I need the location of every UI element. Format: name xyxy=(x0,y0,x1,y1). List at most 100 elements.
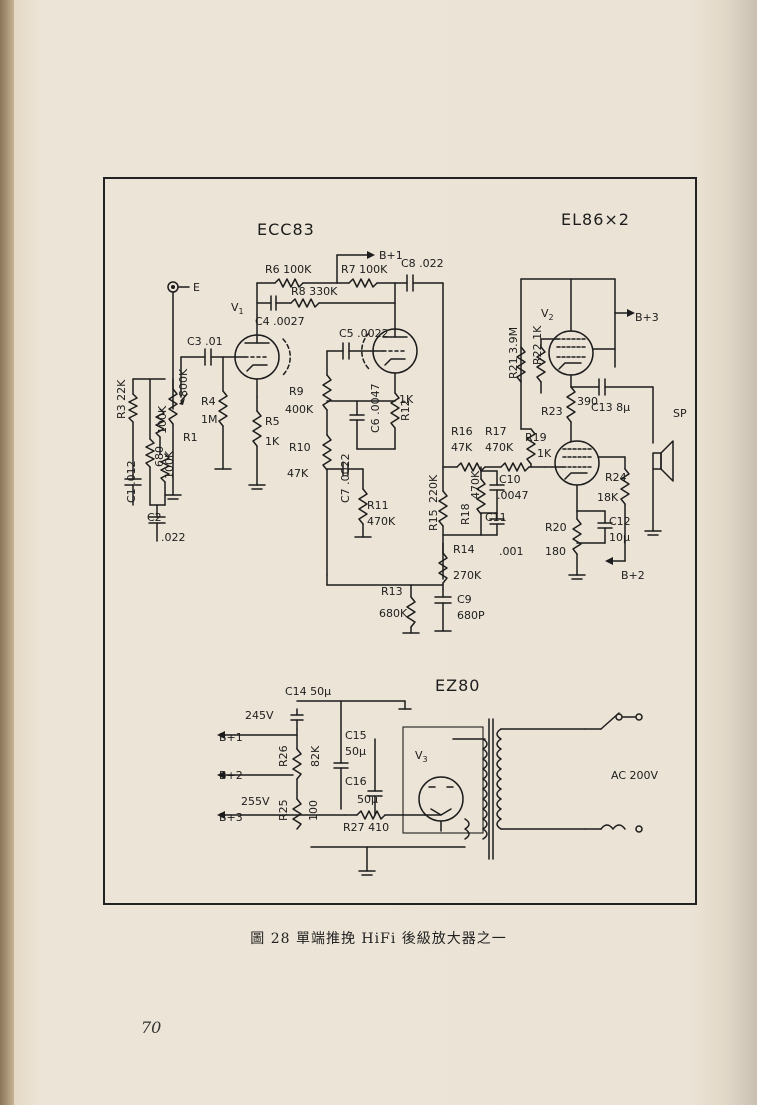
r25-label: R25 xyxy=(277,799,290,821)
speaker: SP xyxy=(644,407,687,536)
r24-value: 18K xyxy=(597,491,619,504)
r14-label: R14 xyxy=(453,543,475,556)
power-transformer xyxy=(464,718,586,860)
schematic-frame: ECC83 EL86×2 EZ80 E R3 22K C xyxy=(103,177,697,905)
r4-value: 1M xyxy=(201,413,218,426)
r8-label: R8 330K xyxy=(291,285,338,298)
r26-value: 82K xyxy=(309,745,322,767)
c6-label: C6 .0047 xyxy=(369,383,382,433)
v255-label: 255V xyxy=(241,795,270,808)
r10-value: 47K xyxy=(287,467,309,480)
r18-value: 470K xyxy=(469,470,482,499)
c9-value: 680P xyxy=(457,609,485,622)
r2-label: 100K xyxy=(156,405,169,434)
c15-label: C15 xyxy=(345,729,367,742)
feedback-network: R14 270K R13 680K C9 680P xyxy=(326,542,485,634)
r17-value: 470K xyxy=(485,441,514,454)
r6-label: R6 100K xyxy=(265,263,312,276)
amplifier-schematic: ECC83 EL86×2 EZ80 E R3 22K C xyxy=(115,210,687,876)
c3-label: C3 .01 xyxy=(187,335,223,348)
c14-label: C14 50μ xyxy=(285,685,331,698)
output-tube-title: EL86×2 xyxy=(561,210,630,229)
r11-value: 470K xyxy=(367,515,396,528)
v245-label: 245V xyxy=(245,709,274,722)
c10-value: .0047 xyxy=(497,489,529,502)
c11-label: C11 xyxy=(485,511,507,524)
r4-label: R4 xyxy=(201,395,216,408)
ac-mains: AC 200V xyxy=(584,712,659,833)
r24-label: R24 xyxy=(605,471,627,484)
r10-label: R10 xyxy=(289,441,311,454)
phase-network: R16 47K R17 470K 220K R15 470K R18 xyxy=(427,425,546,580)
b1-psu-label: B+1 xyxy=(219,731,243,744)
v1-tube: V1 xyxy=(231,301,291,398)
r5-resistor: R5 1K xyxy=(248,396,280,490)
v3-rectifier: V3 xyxy=(402,726,486,834)
r23-label: R23 xyxy=(541,405,563,418)
c7-label: C7 .0022 xyxy=(339,453,352,503)
tone-network-left: R3 22K C1 .012 680 100K 100K xyxy=(115,378,186,544)
r9-value: 400K xyxy=(285,403,314,416)
r18-label: R18 xyxy=(459,503,472,525)
r25-value: 100 xyxy=(307,800,320,821)
rectifier-tube-title: EZ80 xyxy=(435,676,480,695)
b1-top-label: B+1 xyxy=(379,249,403,262)
c6-r12-network: C6 .0047 R12 1K xyxy=(326,383,414,450)
c15-value: 50μ xyxy=(345,745,366,758)
r14-value: 270K xyxy=(453,569,482,582)
speaker-label: SP xyxy=(673,407,687,420)
b2-right-label: B+2 xyxy=(621,569,645,582)
c13-label: C13 8μ xyxy=(591,401,630,414)
c5-capacitor: C5 .0022 xyxy=(326,327,389,360)
r19-value: 1K xyxy=(537,447,552,460)
preamp-tube-title: ECC83 xyxy=(257,220,315,239)
r13-value: 680K xyxy=(379,607,408,620)
input-label: E xyxy=(193,281,200,294)
r7-label: R7 100K xyxy=(341,263,388,276)
r17-label: R17 xyxy=(485,425,507,438)
c4-label: C4 .0027 xyxy=(255,315,305,328)
c2-label: C2 xyxy=(147,511,162,524)
r8-c4-network: R8 330K C4 .0027 xyxy=(255,285,396,328)
r2b-label: 100K xyxy=(163,450,176,479)
r9-label: R9 xyxy=(289,385,304,398)
r12-value: 1K xyxy=(399,393,414,406)
r23-value: 390 xyxy=(577,395,598,408)
c1-label: C1 .012 xyxy=(125,460,138,503)
r27-label: R27 410 xyxy=(343,821,389,834)
v2-label: V2 xyxy=(541,307,554,322)
r16-value: 47K xyxy=(451,441,473,454)
r19-label: R19 xyxy=(525,431,547,444)
mains-label: AC 200V xyxy=(611,769,659,782)
c12-value: 10μ xyxy=(609,531,630,544)
top-rail: R6 100K B+1 R7 100K xyxy=(256,249,403,316)
r13-label: R13 xyxy=(381,585,403,598)
r15-label: R15 xyxy=(427,509,440,531)
c12-label: C12 xyxy=(609,515,631,528)
r4-resistor: R4 1M xyxy=(201,356,232,470)
figure-caption: 圖 28 單端推挽 HiFi 後級放大器之一 xyxy=(250,931,507,947)
power-supply: C14 50μ 245V B+1 R26 82K B+2 xyxy=(217,685,466,876)
r11-label: R11 xyxy=(367,499,389,512)
r5-label: R5 xyxy=(265,415,280,428)
c5-label: C5 .0022 xyxy=(339,327,389,340)
r21-label: R21 3.9M xyxy=(507,327,520,379)
c16-label: C16 xyxy=(345,775,367,788)
c8-label: C8 .022 xyxy=(401,257,444,270)
r1-value: 800K xyxy=(177,368,190,397)
b3-psu-label: B+3 xyxy=(219,811,243,824)
v2-tube: V2 B+3 xyxy=(520,278,659,430)
r20-value: 180 xyxy=(545,545,566,558)
r9-r10-network: R9 400K R10 47K C7 .0022 R11 470K xyxy=(285,350,396,576)
r22-label: R22 1K xyxy=(531,325,544,365)
cathode-network: R24 18K B+2 R20 180 C12 10 xyxy=(545,456,645,582)
output-bias-network: R21 3.9M R22 1K R23 390 C13 8μ xyxy=(507,325,654,444)
v2b-tube: R19 1K xyxy=(520,428,626,512)
c9-label: C9 xyxy=(457,593,472,606)
v1-label: V1 xyxy=(231,301,244,316)
r26-label: R26 xyxy=(277,745,290,767)
page-number: 70 xyxy=(141,1018,162,1037)
r15-value: 220K xyxy=(427,474,440,503)
c2-value: .022 xyxy=(161,531,186,544)
